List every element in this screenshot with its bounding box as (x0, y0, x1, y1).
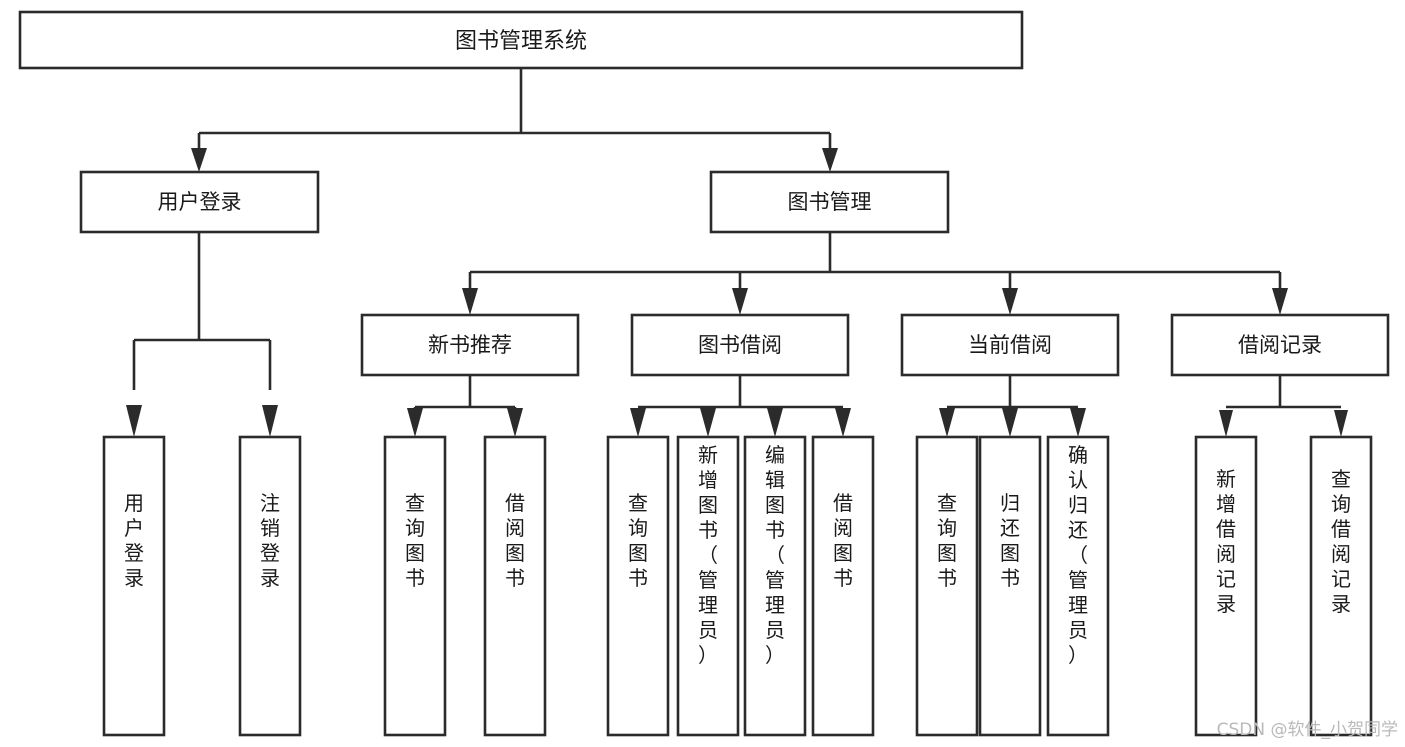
node-book-manage[interactable]: 图书管理 (709, 170, 950, 234)
csdn-watermark: CSDN @软件_小贺同学 (1217, 720, 1398, 740)
node-leaf-query-record-label: 查询借阅记录 (1331, 467, 1351, 616)
arrow-to-new-book-rec (462, 288, 478, 315)
node-leaf-return-book-box[interactable] (978, 435, 1042, 737)
node-leaf-confirm-return-label: 确认归还（管理员） (1068, 443, 1088, 667)
node-borrow-record-label: 借阅记录 (1238, 333, 1322, 357)
node-user-login-label: 用户登录 (158, 190, 242, 214)
node-leaf-borrow-book-1[interactable]: 借阅图书 (483, 435, 547, 737)
node-book-manage-label: 图书管理 (788, 190, 872, 214)
node-borrow-record-box[interactable] (1170, 313, 1390, 377)
node-leaf-borrow-book-1-box[interactable] (483, 435, 547, 737)
node-leaf-add-record-label: 新增借阅记录 (1216, 467, 1236, 616)
node-layer: 图书管理系统 用户登录 图书管理 新书推荐 图书借阅 当前 (18, 10, 1390, 737)
node-leaf-add-book[interactable]: 新增图书（管理员） (676, 435, 740, 737)
node-book-borrow[interactable]: 图书借阅 (630, 313, 850, 377)
node-root-label: 图书管理系统 (455, 29, 587, 54)
node-user-login[interactable]: 用户登录 (79, 170, 320, 234)
node-leaf-query-book-3[interactable]: 查询图书 (915, 435, 979, 737)
node-leaf-borrow-book-1-label: 借阅图书 (505, 491, 525, 590)
node-leaf-add-book-box[interactable] (676, 435, 740, 737)
arrow-leaf-query-record (1334, 410, 1348, 437)
arrow-to-book-borrow (732, 288, 748, 315)
node-current-borrow-label: 当前借阅 (968, 333, 1052, 357)
arrow-to-book-manage (822, 148, 838, 172)
edge-layer (126, 68, 1348, 437)
leaf-nodes: 用户登录 注销登录 查询图书 借阅图书 查询图书 (102, 435, 1373, 737)
node-leaf-borrow-book-2[interactable]: 借阅图书 (811, 435, 875, 737)
node-leaf-query-book-1-label: 查询图书 (405, 491, 425, 590)
node-leaf-query-book-1[interactable]: 查询图书 (383, 435, 447, 737)
arrow-to-borrow-record (1272, 288, 1288, 315)
node-new-book-rec-label: 新书推荐 (428, 333, 512, 357)
arrow-leaf-user-login (126, 405, 142, 437)
arrow-to-user-login (191, 148, 207, 172)
node-new-book-rec-box[interactable] (360, 313, 580, 377)
node-root[interactable]: 图书管理系统 (18, 10, 1024, 70)
node-leaf-add-book-label: 新增图书（管理员） (698, 443, 718, 667)
node-leaf-borrow-book-2-label: 借阅图书 (833, 491, 853, 590)
node-current-borrow-box[interactable] (900, 313, 1120, 377)
node-book-borrow-box[interactable] (630, 313, 850, 377)
node-leaf-query-record-box[interactable] (1309, 435, 1373, 737)
node-book-manage-box[interactable] (709, 170, 950, 234)
node-leaf-confirm-return-box[interactable] (1046, 435, 1110, 737)
node-borrow-record[interactable]: 借阅记录 (1170, 313, 1390, 377)
node-leaf-query-book-1-box[interactable] (383, 435, 447, 737)
node-leaf-query-book-2-label: 查询图书 (628, 491, 648, 590)
node-new-book-rec[interactable]: 新书推荐 (360, 313, 580, 377)
arrow-leaf-query-book-1 (407, 408, 423, 437)
node-leaf-edit-book-box[interactable] (743, 435, 807, 737)
node-leaf-return-book-label: 归还图书 (1000, 491, 1020, 590)
node-leaf-user-logout-box[interactable] (238, 435, 302, 737)
node-leaf-user-logout[interactable]: 注销登录 (238, 435, 302, 737)
node-leaf-confirm-return[interactable]: 确认归还（管理员） (1046, 435, 1110, 737)
arrow-leaf-add-book (700, 408, 716, 437)
arrow-leaf-user-logout (262, 405, 278, 437)
node-leaf-user-login-box[interactable] (102, 435, 166, 737)
node-user-login-box[interactable] (79, 170, 320, 234)
node-leaf-query-book-2[interactable]: 查询图书 (606, 435, 670, 737)
node-leaf-add-record-box[interactable] (1194, 435, 1258, 737)
arrow-leaf-add-record (1219, 410, 1233, 437)
arrow-to-current-borrow (1002, 288, 1018, 315)
node-leaf-return-book[interactable]: 归还图书 (978, 435, 1042, 737)
arrow-leaf-borrow-book-2 (835, 408, 851, 437)
node-leaf-add-record[interactable]: 新增借阅记录 (1194, 435, 1258, 737)
arrow-leaf-return-book (1002, 408, 1018, 437)
node-current-borrow[interactable]: 当前借阅 (900, 313, 1120, 377)
arrow-leaf-query-book-2 (630, 408, 646, 437)
node-leaf-query-record[interactable]: 查询借阅记录 (1309, 435, 1373, 737)
arrow-leaf-edit-book (767, 408, 783, 437)
node-book-borrow-label: 图书借阅 (698, 333, 782, 357)
arrow-leaf-query-book-3 (939, 408, 955, 437)
node-leaf-edit-book-label: 编辑图书（管理员） (765, 443, 785, 667)
node-leaf-query-book-2-box[interactable] (606, 435, 670, 737)
arrow-leaf-confirm-return (1070, 408, 1086, 437)
node-leaf-query-book-3-box[interactable] (915, 435, 979, 737)
node-leaf-borrow-book-2-box[interactable] (811, 435, 875, 737)
arrow-leaf-borrow-book-1 (507, 408, 523, 437)
node-leaf-query-book-3-label: 查询图书 (937, 491, 957, 590)
node-leaf-user-logout-label: 注销登录 (260, 491, 280, 590)
node-leaf-user-login-label: 用户登录 (124, 491, 144, 590)
node-root-box[interactable] (18, 10, 1024, 70)
node-leaf-edit-book[interactable]: 编辑图书（管理员） (743, 435, 807, 737)
node-leaf-user-login[interactable]: 用户登录 (102, 435, 166, 737)
